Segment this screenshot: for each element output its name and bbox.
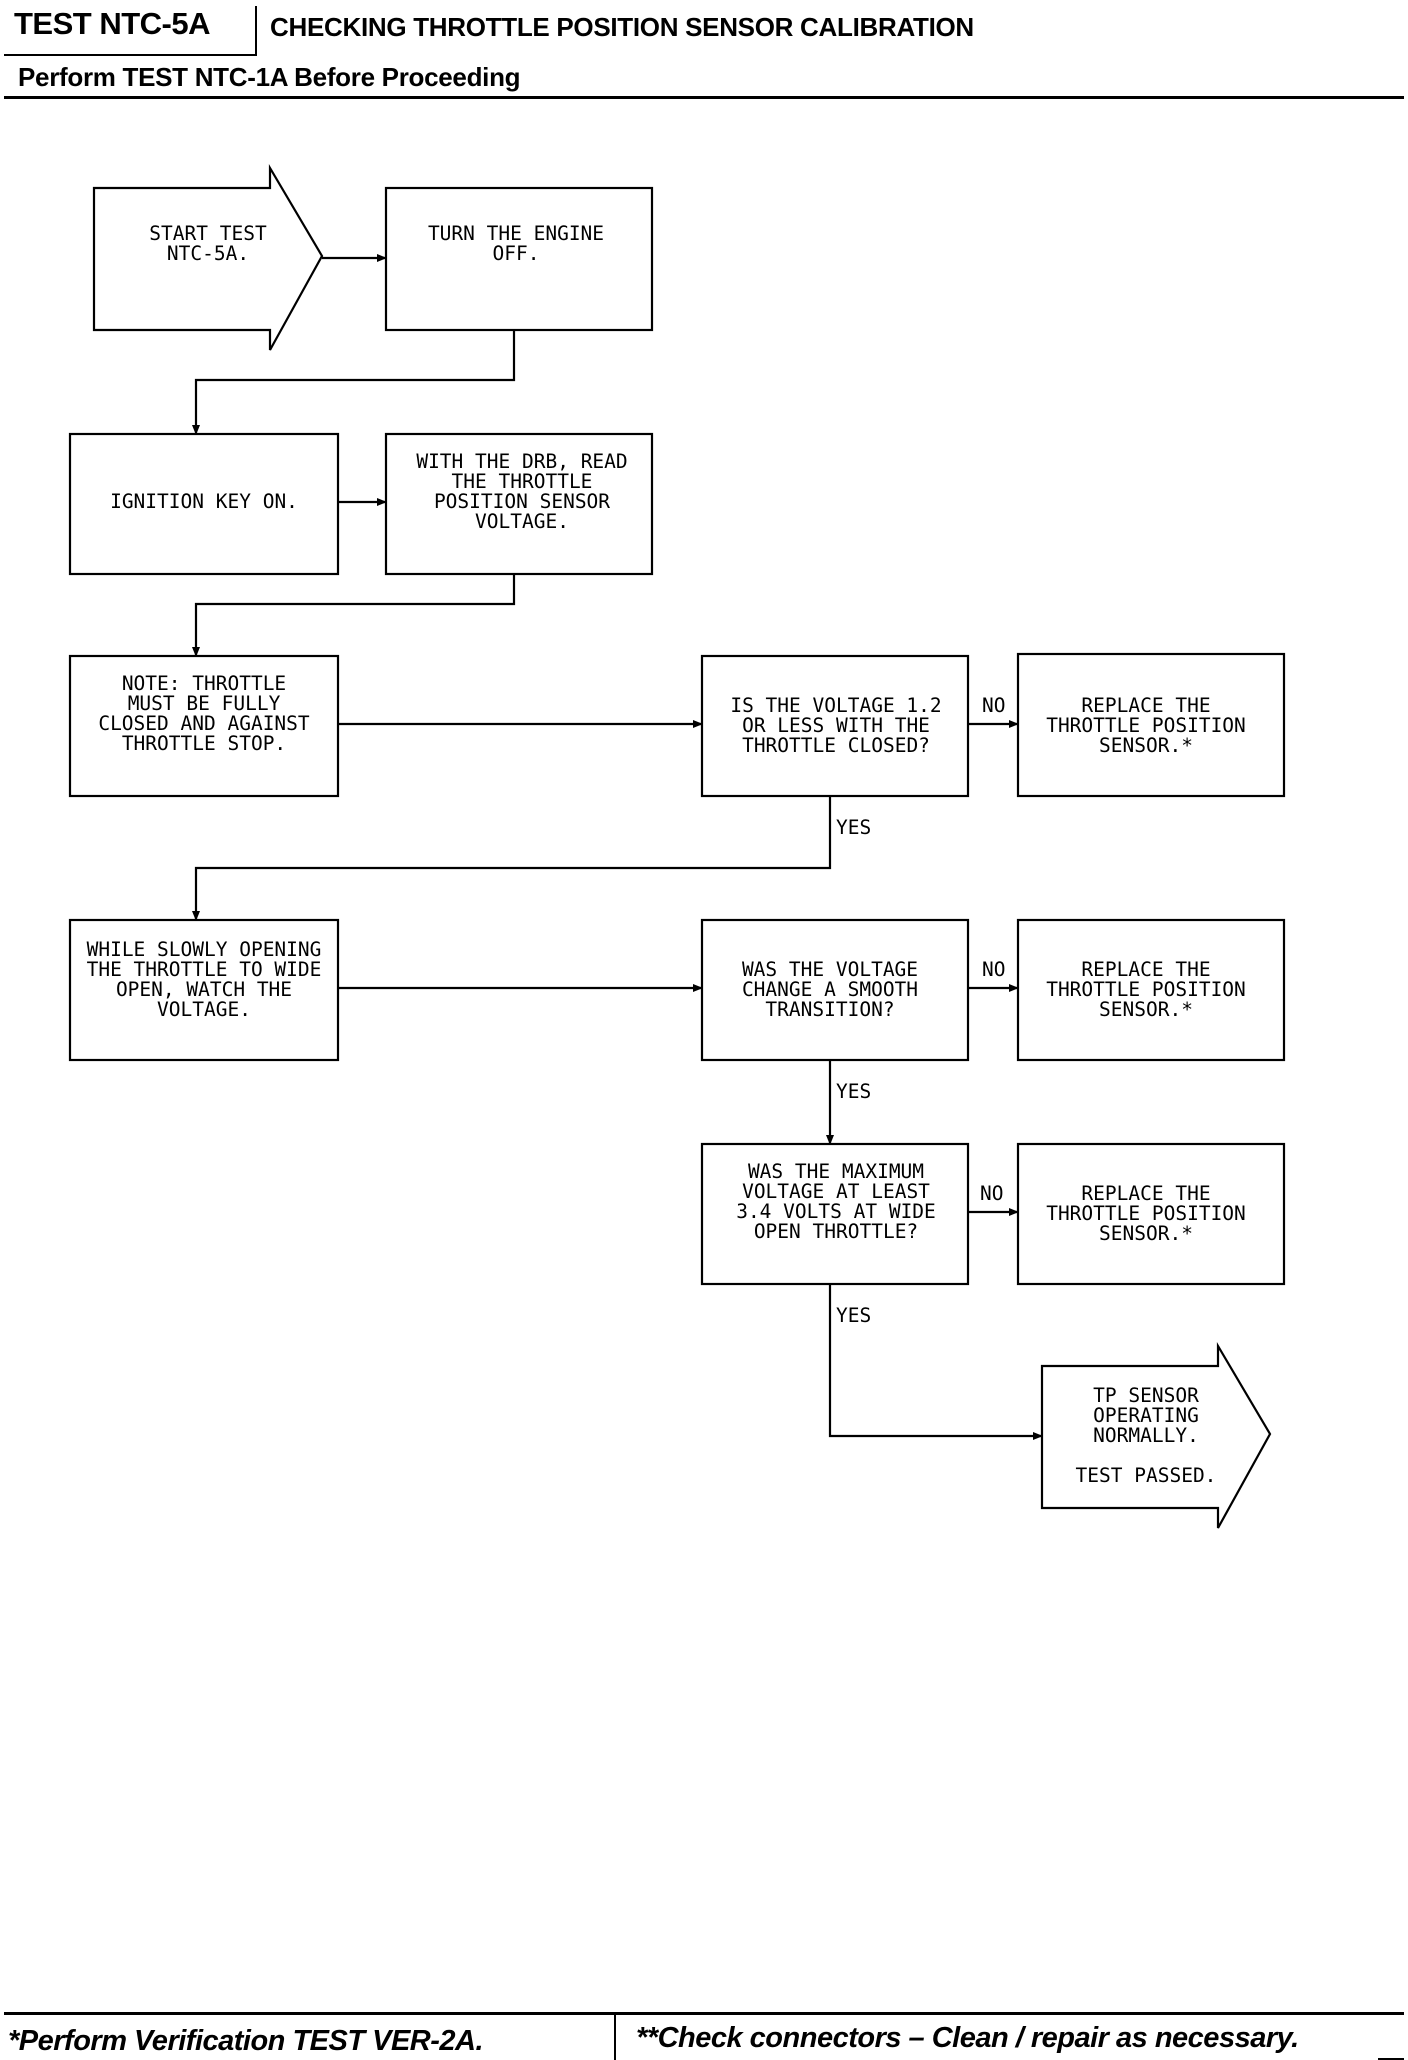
ignition-text: IGNITION KEY ON.: [110, 490, 298, 513]
footer-note-right: **Check connectors – Clean / repair as n…: [636, 2022, 1299, 2054]
connector-readdrb-note: [192, 574, 516, 657]
page-subtitle: Perform TEST NTC-1A Before Proceeding: [18, 62, 521, 92]
page-title: CHECKING THROTTLE POSITION SENSOR CALIBR…: [270, 12, 974, 42]
yes-label-q1: YES: [836, 816, 871, 839]
yes-label-q3: YES: [836, 1304, 871, 1327]
connector-turnoff-ignition: [192, 330, 516, 435]
start-arrow-shape: [92, 163, 324, 351]
end-arrow-shape: [1040, 1341, 1272, 1529]
header-divider: [255, 6, 257, 56]
no-label-q2: NO: [982, 958, 1005, 981]
connector-q1-openwatch: [192, 796, 832, 921]
q3-box: [700, 1142, 970, 1286]
ignition-box: [68, 432, 340, 576]
note-box: [68, 654, 340, 798]
header-rule: [4, 96, 1404, 99]
open-watch-box: [68, 918, 340, 1062]
connector-q3-end: [828, 1284, 1043, 1440]
footer-rule: [4, 2012, 1404, 2015]
header-underline: [4, 54, 256, 56]
no-label-q3: NO: [980, 1182, 1003, 1205]
no-label-q1: NO: [982, 694, 1005, 717]
yes-label-q2: YES: [836, 1080, 871, 1103]
footer-divider: [614, 2012, 616, 2060]
test-id: TEST NTC-5A: [14, 6, 211, 41]
